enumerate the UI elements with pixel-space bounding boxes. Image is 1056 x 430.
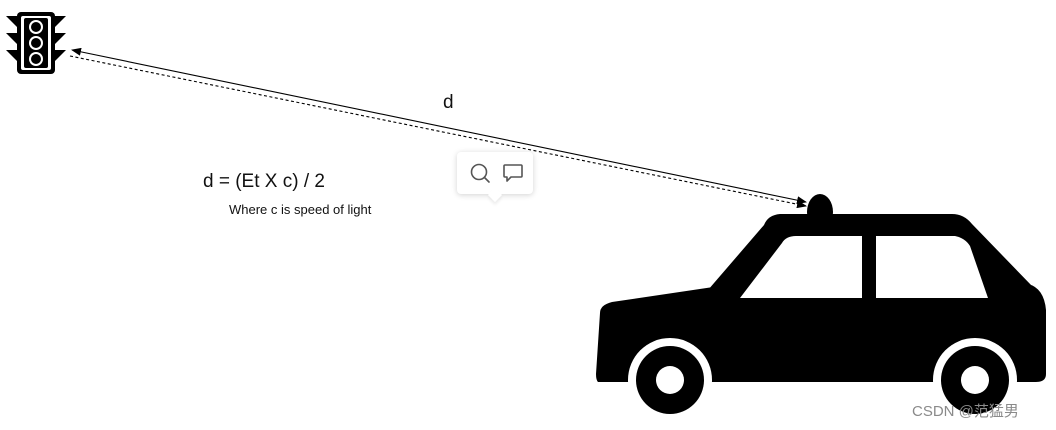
car-icon bbox=[596, 194, 1046, 422]
traffic-light-icon bbox=[6, 12, 66, 74]
comment-icon bbox=[503, 164, 523, 182]
formula-text: d = (Et X c) / 2 bbox=[203, 171, 325, 192]
watermark: CSDN @范猛男 bbox=[912, 403, 1019, 420]
selection-toolbar bbox=[457, 152, 533, 194]
distance-line-solid bbox=[71, 47, 807, 205]
comment-button[interactable] bbox=[501, 161, 525, 185]
distance-label: d bbox=[443, 92, 454, 113]
formula-note: Where c is speed of light bbox=[229, 202, 372, 217]
distance-line-dashed bbox=[69, 55, 807, 209]
search-icon bbox=[470, 163, 490, 183]
search-button[interactable] bbox=[468, 161, 492, 185]
